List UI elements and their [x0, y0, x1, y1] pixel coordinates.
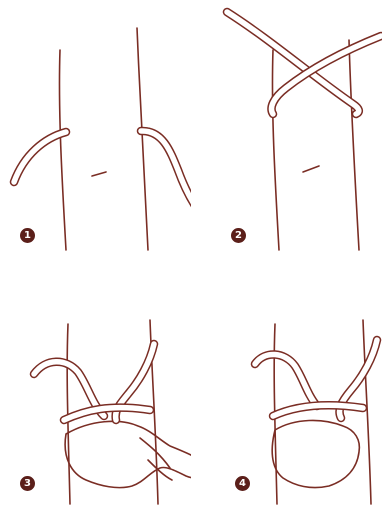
limb-outline-left	[272, 50, 279, 250]
hand-outline	[65, 421, 191, 487]
hand-outline	[272, 420, 359, 487]
step-number-badge: 1	[20, 228, 35, 243]
limb-crease	[92, 172, 106, 176]
cord-left-end	[14, 132, 66, 182]
step-2-illustration	[191, 0, 382, 254]
limb-outline-left	[59, 50, 66, 250]
cord-left-loop	[255, 354, 317, 406]
step-1-panel: 1	[0, 0, 191, 254]
finger-outline	[148, 460, 172, 480]
step-number-badge: 2	[231, 228, 246, 243]
cord-crossing-front	[272, 36, 381, 114]
step-4-panel: 4	[191, 254, 382, 508]
step-4-illustration	[191, 254, 382, 509]
step-1-illustration	[0, 0, 191, 254]
step-number-badge: 3	[20, 476, 35, 491]
limb-outline-right	[137, 28, 148, 250]
step-3-panel: 3	[0, 254, 191, 508]
limb-outline-right	[349, 40, 359, 250]
step-3-illustration	[0, 254, 191, 509]
limb-crease	[303, 166, 319, 172]
step-2-panel: 2	[191, 0, 382, 254]
step-number-badge: 4	[235, 476, 250, 491]
